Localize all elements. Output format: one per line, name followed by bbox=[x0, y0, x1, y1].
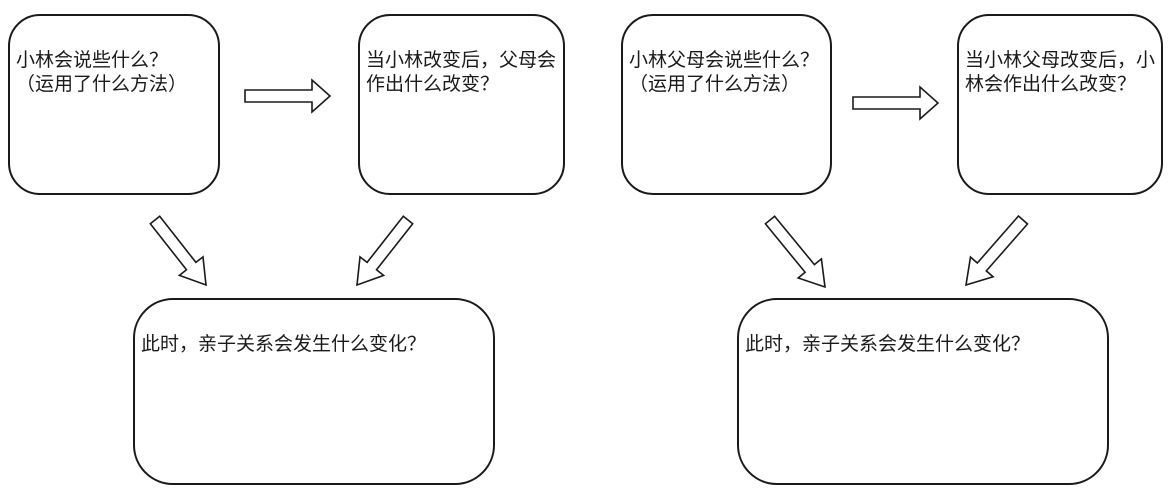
box-xiaolin-says: 小林会说些什么？ （运用了什么方法） bbox=[8, 14, 220, 195]
box-xiaolin-says-text: 小林会说些什么？ （运用了什么方法） bbox=[16, 49, 188, 95]
arrow-down-right-2 bbox=[764, 215, 826, 289]
box-xiaolin-reaction: 当小林父母改变后，小林会作出什么改变？ bbox=[957, 14, 1163, 195]
arrow-down-right-1 bbox=[149, 215, 207, 287]
box-parents-reaction-text: 当小林改变后，父母会作出什么改变？ bbox=[366, 49, 557, 95]
box-parents-reaction: 当小林改变后，父母会作出什么改变？ bbox=[358, 14, 565, 195]
box-xiaolin-reaction-text: 当小林父母改变后，小林会作出什么改变？ bbox=[965, 49, 1156, 95]
box-parents-say-text: 小林父母会说些什么？ （运用了什么方法） bbox=[629, 49, 820, 95]
arrow-down-left-2 bbox=[965, 214, 1029, 287]
arrow-right-2 bbox=[852, 85, 940, 121]
box-left-relationship: 此时，亲子关系会发生什么变化？ bbox=[133, 298, 495, 485]
box-parents-say: 小林父母会说些什么？ （运用了什么方法） bbox=[621, 14, 832, 195]
box-right-relationship: 此时，亲子关系会发生什么变化？ bbox=[737, 298, 1109, 485]
arrow-right-1 bbox=[244, 78, 332, 114]
arrow-down-left-1 bbox=[356, 215, 414, 287]
box-right-relationship-text: 此时，亲子关系会发生什么变化？ bbox=[745, 333, 1031, 355]
box-left-relationship-text: 此时，亲子关系会发生什么变化？ bbox=[141, 333, 427, 355]
